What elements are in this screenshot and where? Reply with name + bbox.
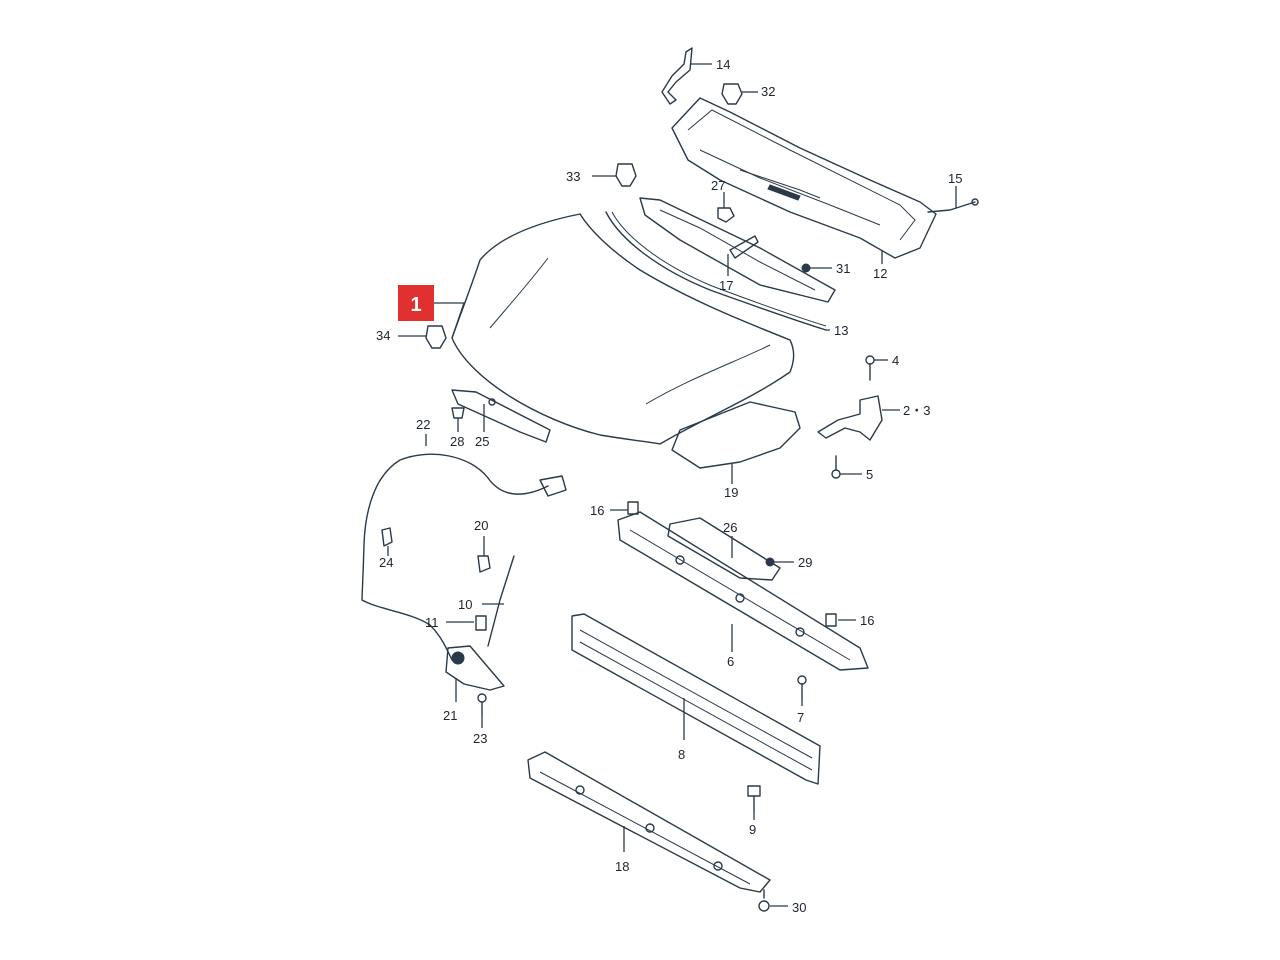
bolt-part-30[interactable]: [758, 889, 770, 912]
callout-4: 4: [892, 353, 899, 368]
callout-31: 31: [836, 261, 850, 276]
callout-23: 23: [473, 731, 487, 746]
clip-part-33[interactable]: [615, 163, 637, 187]
callout-10: 10: [458, 597, 472, 612]
callout-11: 11: [425, 615, 439, 630]
clip-part-11[interactable]: [475, 615, 487, 631]
callout-9: 9: [749, 822, 756, 837]
lower-member-part-18[interactable]: [527, 751, 771, 893]
callout-6: 6: [727, 654, 734, 669]
clip-part-28[interactable]: [451, 407, 465, 419]
callout-21: 21: [443, 708, 457, 723]
weatherstrip-part-13[interactable]: [605, 211, 827, 331]
support-rod-part-10[interactable]: [487, 555, 515, 647]
cushion-part-16-lower[interactable]: [825, 613, 837, 627]
bolt-part-5[interactable]: [831, 455, 841, 479]
reinforcement-part-8[interactable]: [571, 613, 821, 785]
hood-part-1[interactable]: [451, 213, 795, 445]
clip-part-31[interactable]: [801, 263, 811, 273]
callout-8: 8: [678, 747, 685, 762]
clip-part-27[interactable]: [717, 207, 735, 223]
callout-13: 13: [834, 323, 848, 338]
clip-part-34[interactable]: [425, 325, 447, 349]
callout-17: 17: [719, 278, 733, 293]
clip-part-32[interactable]: [721, 83, 743, 105]
upper-support-part-6[interactable]: [617, 511, 869, 671]
callout-28: 28: [450, 434, 464, 449]
hood-rod-part-15[interactable]: [927, 198, 979, 213]
cowl-panel-part-12[interactable]: [671, 97, 937, 259]
bolt-part-23[interactable]: [477, 693, 487, 717]
callout-14: 14: [716, 57, 730, 72]
callout-16a: 16: [590, 503, 604, 518]
insulator-part-19[interactable]: [671, 401, 801, 469]
callout-25: 25: [475, 434, 489, 449]
callout-16b: 16: [860, 613, 874, 628]
callout-27: 27: [711, 178, 725, 193]
callout-24: 24: [379, 555, 393, 570]
callout-29: 29: [798, 555, 812, 570]
bolt-part-7[interactable]: [797, 675, 807, 699]
hood-latch-part-21[interactable]: [445, 645, 505, 691]
highlight-badge: [398, 285, 434, 321]
bolt-part-4[interactable]: [865, 355, 875, 381]
bracket-part-25[interactable]: [451, 389, 551, 443]
hinge-part-2-3[interactable]: [817, 395, 883, 441]
highlight-badge-label: 1: [410, 294, 421, 316]
seal-part-17[interactable]: [639, 197, 836, 303]
clip-part-24[interactable]: [381, 527, 393, 547]
cushion-part-16-upper[interactable]: [627, 501, 639, 515]
cover-part-26[interactable]: [667, 517, 781, 581]
callout-5: 5: [866, 467, 873, 482]
callout-15: 15: [948, 171, 962, 186]
seal-part-14[interactable]: [661, 47, 693, 105]
clip-part-29[interactable]: [765, 557, 775, 567]
clip-part-20[interactable]: [477, 555, 491, 573]
callout-22: 22: [416, 417, 430, 432]
release-cable-part-22[interactable]: [361, 453, 567, 661]
callout-20: 20: [474, 518, 488, 533]
bolt-part-9[interactable]: [747, 785, 761, 811]
callout-12: 12: [873, 266, 887, 281]
callout-18: 18: [615, 859, 629, 874]
callout-7: 7: [797, 710, 804, 725]
callout-34: 34: [376, 328, 390, 343]
callout-26: 26: [723, 520, 737, 535]
callout-2-3: 2・3: [903, 403, 930, 418]
callout-19: 19: [724, 485, 738, 500]
leader-1: [434, 302, 465, 339]
callout-30: 30: [792, 900, 806, 915]
callout-32: 32: [761, 84, 775, 99]
callout-33: 33: [566, 169, 580, 184]
